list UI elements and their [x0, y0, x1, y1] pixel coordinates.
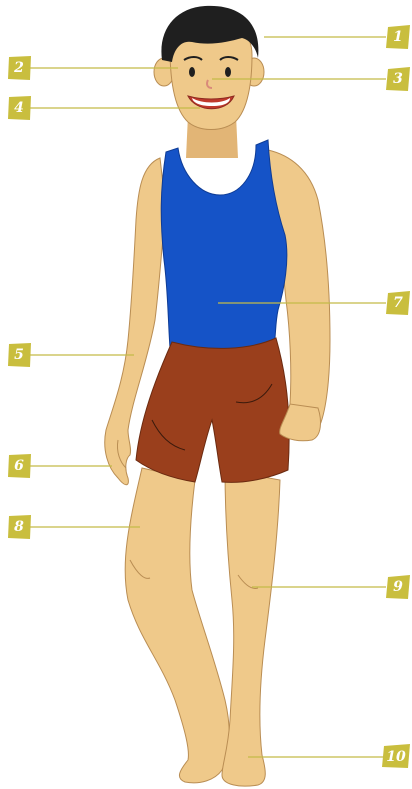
tank-top	[161, 140, 287, 352]
svg-text:5: 5	[14, 347, 24, 363]
svg-text:3: 3	[393, 71, 403, 87]
callout-badge-3: 3	[386, 67, 410, 91]
left-leg	[125, 468, 229, 783]
shorts	[136, 338, 289, 482]
svg-text:7: 7	[393, 295, 403, 311]
svg-text:2: 2	[13, 60, 24, 76]
svg-text:10: 10	[386, 749, 406, 765]
right-leg	[222, 470, 280, 786]
svg-text:1: 1	[393, 29, 403, 45]
callout-badge-5: 5	[8, 343, 31, 367]
callout-badge-10: 10	[382, 744, 410, 768]
callout-badge-9: 9	[386, 575, 410, 599]
callout-badge-2: 2	[8, 56, 31, 80]
svg-text:9: 9	[393, 579, 403, 595]
svg-text:8: 8	[14, 519, 24, 535]
left-eye	[189, 67, 195, 77]
svg-text:6: 6	[14, 458, 24, 474]
right-eye	[225, 67, 231, 77]
callout-badge-4: 4	[8, 96, 31, 120]
callout-badge-7: 7	[386, 291, 410, 315]
callout-badge-8: 8	[8, 515, 31, 539]
callout-badge-6: 6	[8, 454, 31, 478]
callout-badge-1: 1	[386, 25, 410, 49]
svg-text:4: 4	[14, 100, 24, 116]
